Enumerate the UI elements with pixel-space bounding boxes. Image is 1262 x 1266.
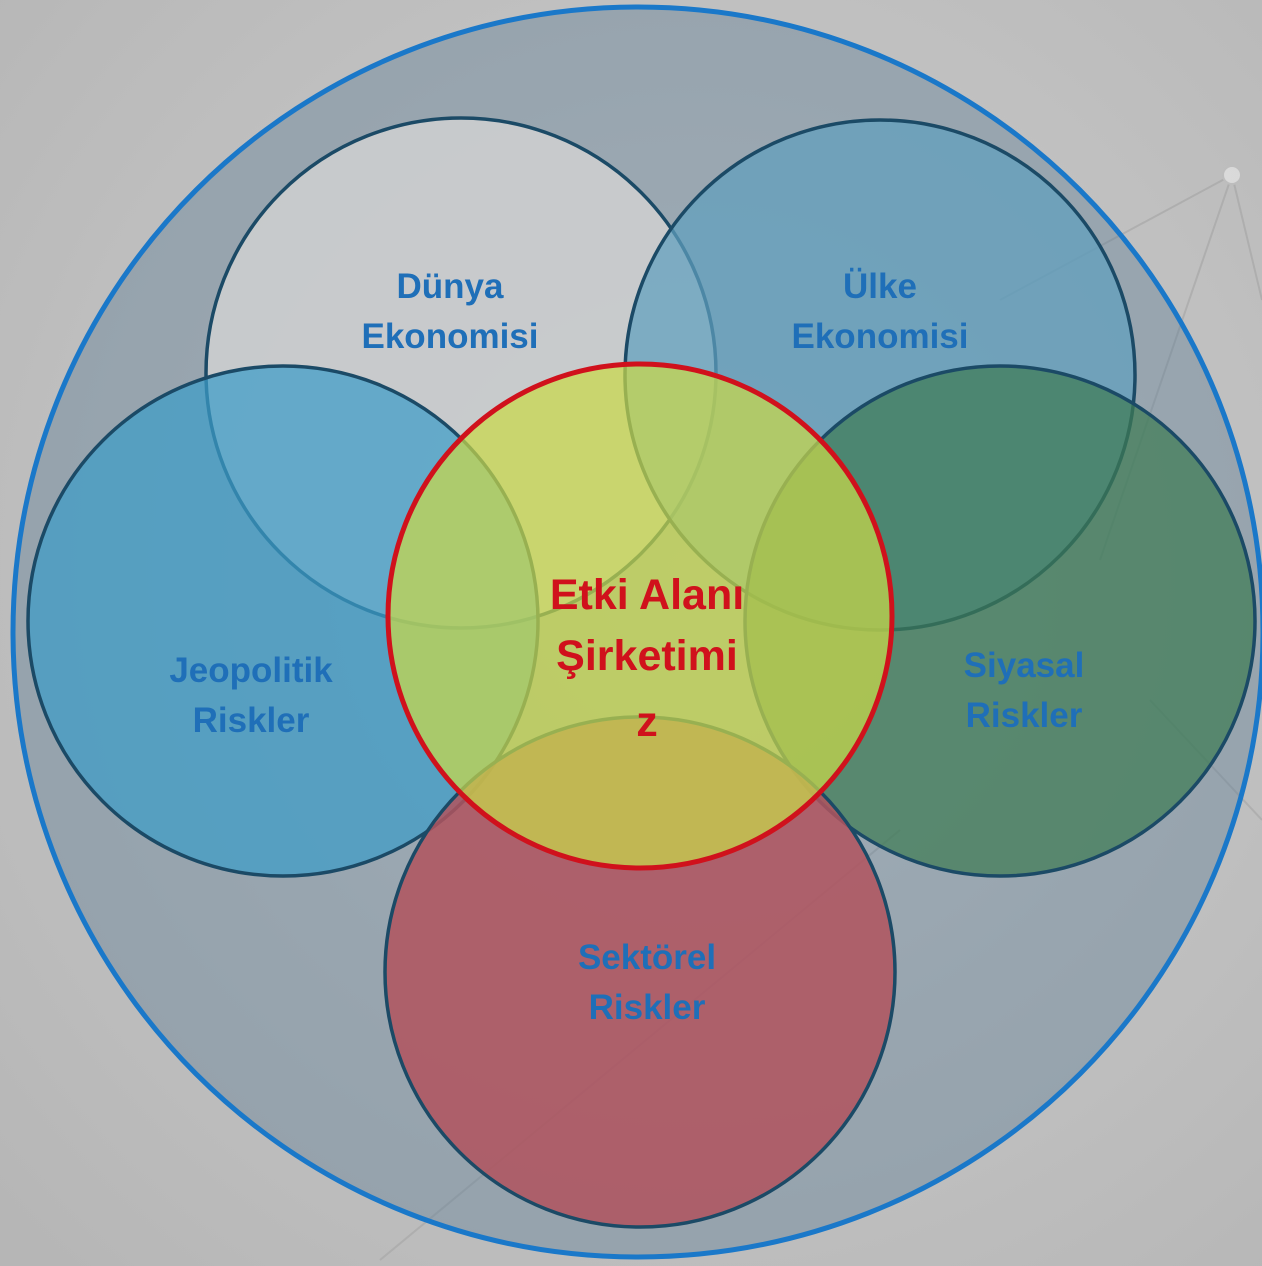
etki-alani-label-line2: Şirketimi: [556, 632, 738, 680]
dunya-ekonomisi-label-line1: Dünya: [397, 267, 505, 306]
ulke-ekonomisi-label-line2: Ekonomisi: [792, 317, 969, 356]
sektorel-riskler-label-line2: Riskler: [589, 988, 706, 1027]
siyasal-riskler-label-line2: Riskler: [966, 696, 1083, 735]
ulke-ekonomisi-label-line1: Ülke: [843, 267, 917, 306]
jeopolitik-riskler-label-line1: Jeopolitik: [169, 651, 333, 690]
siyasal-riskler-label-line1: Siyasal: [964, 646, 1085, 685]
sektorel-riskler-label-line1: Sektörel: [578, 938, 716, 977]
etki-alani-label-line1: Etki Alanı: [550, 571, 744, 619]
etki-alani-label-line3: z: [636, 698, 658, 746]
dunya-ekonomisi-label-line2: Ekonomisi: [362, 317, 539, 356]
jeopolitik-riskler-label-line2: Riskler: [193, 701, 310, 740]
etki-alani-circle: [385, 361, 895, 871]
